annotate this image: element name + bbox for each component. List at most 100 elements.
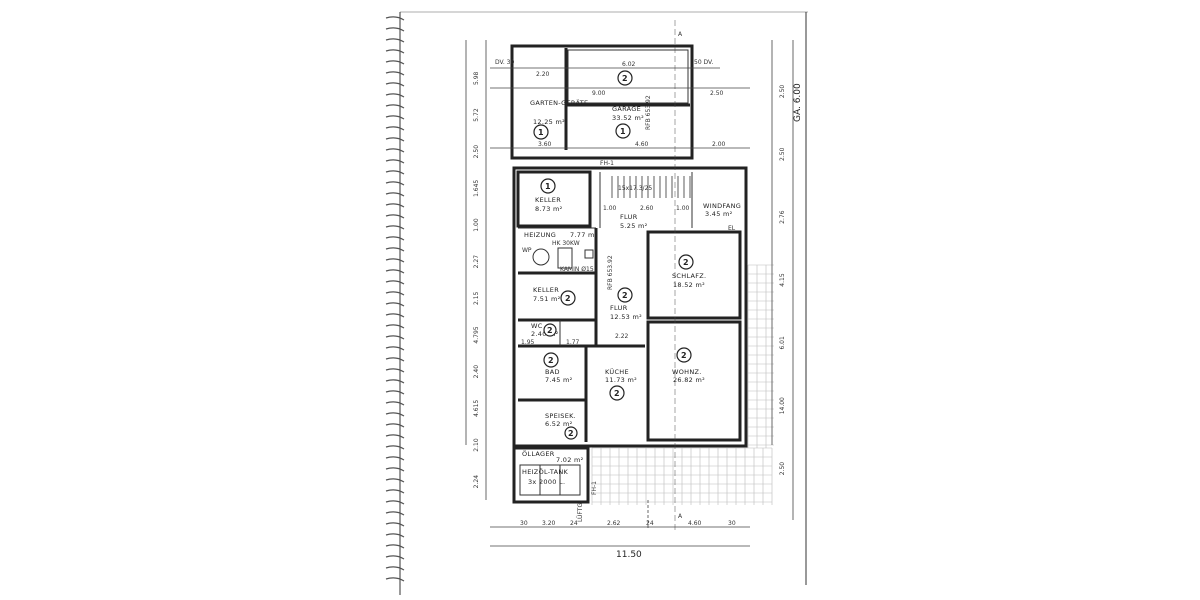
dv-label: DV. 30 [495,59,514,66]
room-schlafzimmer: 2 SCHLAFZ. 18.52 m² [672,254,706,289]
room-garten-geraete: GARTEN-GERÄTE 12.25 m² 1 [530,98,588,140]
dimension-label: 1.00 [676,205,690,212]
dimension-label: 9.00 [592,90,606,97]
spiral-loop [385,555,405,560]
dimension-label: 4.60 [688,520,702,527]
dimension-label: 24 [646,520,654,527]
el-label: EL [728,225,736,232]
spiral-loop [385,302,405,307]
room-name: FLUR [610,304,628,312]
spiral-loop [385,522,405,527]
dimension-label: 6.02 [622,61,636,68]
room-area: 7.51 m² [533,295,561,303]
spiral-loop [385,566,405,571]
room-name: GARAGE [612,105,641,113]
dimension-label: 2.50 [779,462,786,476]
spiral-loop [385,38,405,43]
spiral-loop [385,148,405,153]
room-area: 7.77 m² [570,231,598,239]
spiral-loop [385,434,405,439]
dimension-label: 5.98 [473,71,480,85]
spiral-loop [385,82,405,87]
room-bad: 2 BAD 7.45 m² [543,352,573,384]
kamin-label: KAMIN Ø15 [560,266,594,273]
dimension-label: 30 [520,520,528,527]
level-marker: 2 [568,429,574,438]
room-area: 18.52 m² [673,281,705,289]
room-garage: GARAGE 33.52 m² 1 [612,105,644,139]
dimension-label: 2.50 [473,145,480,159]
spiral-loop [385,324,405,329]
terrace-hatch [591,264,774,505]
spiral-loop [385,225,405,230]
total-width-label: 11.50 [616,550,642,560]
dimension-label: 6.01 [779,336,786,350]
spiral-loop [385,445,405,450]
spiral-loop [385,269,405,274]
spiral-loop [385,467,405,472]
room-speisekammer: SPEISEK. 6.52 m² 2 [545,412,578,440]
hk-label: HK 30KW [552,240,580,247]
dimension-label: 2.00 [712,141,726,148]
room-area: 12.53 m² [610,313,642,321]
dimension-label: 30 [728,520,736,527]
spiral-loop [385,335,405,340]
ventilation-label: LÜFTG. [577,501,584,522]
spiral-loop [385,489,405,494]
dimension-label: 2.60 [640,205,654,212]
dimension-label: 1.00 [473,218,480,232]
dimension-label: 2.50 [779,147,786,161]
dimension-lines [465,40,794,547]
room-wc: WC 2.40 m² 2 [531,322,559,338]
spiral-loop [385,181,405,186]
spiral-loop [385,16,405,21]
room-name: HEIZUNG [524,231,556,239]
spiral-loop [385,104,405,109]
room-windfang: WINDFANG 3.45 m² [703,202,741,218]
level-marker: 1 [545,182,551,191]
spiral-loop [385,137,405,142]
dimension-label: 2.50 [710,90,724,97]
room-area: 7.45 m² [545,376,573,384]
tank-volume: 3x 2000 L. [528,478,565,486]
dimension-label: 2.27 [473,255,480,269]
dimension-label: 2.76 [779,210,786,224]
dimension-label: 4.615 [473,400,480,417]
spiral-loop [385,412,405,417]
spiral-binding [385,16,405,582]
level-marker: 2 [614,389,620,398]
dimension-label: 2.10 [473,438,480,452]
spiral-loop [385,159,405,164]
spiral-loop [385,214,405,219]
room-heizung: HEIZUNG 7.77 m² [524,231,598,239]
spiral-loop [385,280,405,285]
spiral-loop [385,577,405,582]
dimension-label: 2.50 [779,85,786,99]
dimension-label: 5.72 [473,108,480,122]
room-area: 5.25 m² [620,222,648,230]
dimension-label: 2.62 [607,520,621,527]
spiral-loop [385,60,405,65]
spiral-loop [385,126,405,131]
room-area: 2.40 m² [531,330,559,338]
room-area: 8.73 m² [535,205,563,213]
level-marker: 2 [622,291,628,300]
dimension-label: 14.00 [779,397,786,414]
room-name: SPEISEK. [545,412,576,420]
dimension-label: 3.60 [538,141,552,148]
dimension-label: 24 [570,520,578,527]
spiral-loop [385,533,405,538]
spiral-loop [385,236,405,241]
room-area: 26.82 m² [673,376,705,384]
spiral-loop [385,390,405,395]
dimension-label: 3.20 [542,520,556,527]
spiral-loop [385,544,405,549]
spiral-loop [385,357,405,362]
spiral-loop [385,27,405,32]
room-name: FLUR [620,213,638,221]
level-marker: 2 [548,356,554,365]
level-marker: 2 [565,294,571,303]
dimension-label: 1.645 [473,180,480,197]
room-kueche: KÜCHE 11.73 m² 2 [605,367,637,401]
spiral-loop [385,247,405,252]
